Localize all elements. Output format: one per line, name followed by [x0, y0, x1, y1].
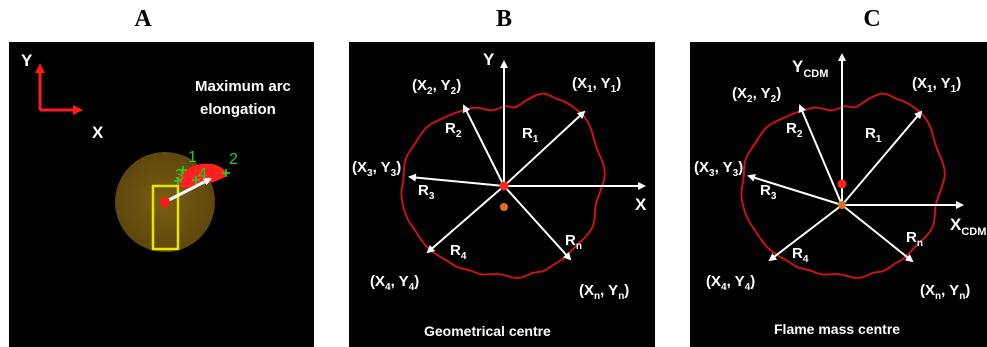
- marker-2-label: 2: [229, 151, 238, 168]
- flame-outline-c: [740, 92, 946, 279]
- marker-3-label: 3: [175, 167, 184, 184]
- flame-blob: [177, 163, 227, 189]
- green-markers: [174, 166, 230, 185]
- geometric-centre-point: [499, 181, 509, 191]
- max-elongation-vector: [164, 177, 212, 204]
- max-arc-label-line1: Maximum arc: [195, 78, 291, 95]
- c-coord-3-label: (X3, Y3): [694, 159, 743, 179]
- marker-1-label: 1: [188, 149, 197, 166]
- flame-mass-centre-point: [838, 201, 846, 209]
- marker-4-label: 4: [198, 166, 207, 183]
- panel-b-caption: Geometrical centre: [424, 323, 551, 339]
- panel-b: Y X R1 R2 R3 R4 Rn (X1, Y1) (X2, Y2) (X3…: [349, 42, 655, 347]
- b-radius-2-label: R2: [445, 120, 462, 140]
- panel-a-x-label: X: [92, 123, 104, 142]
- b-radius-1-label: R1: [522, 125, 539, 145]
- c-coord-4-label: (X4, Y4): [706, 273, 755, 293]
- b-radius-n-label: Rn: [565, 232, 582, 252]
- panel-c: YCDM XCDM R1 R2 R3 R4 Rn (X1, Y1) (X2, Y…: [690, 42, 987, 347]
- c-coord-n-label: (Xn, Yn): [920, 282, 970, 302]
- panel-c-y-label: YCDM: [792, 57, 828, 80]
- c-radius-n-label: Rn: [906, 229, 923, 249]
- geometric-centre-point-c: [837, 179, 847, 189]
- c-radius-1-label: R1: [865, 125, 882, 145]
- max-arc-label-line2: elongation: [200, 101, 276, 118]
- panel-c-radius-vectors: [747, 104, 923, 263]
- panel-title-b: B: [495, 6, 512, 32]
- electrode-box: [151, 184, 180, 251]
- panel-a-y-label: Y: [21, 51, 33, 70]
- panel-a: Y X Maximum arc elongation 1 2 3 4: [9, 42, 314, 347]
- panel-b-radius-vectors: [408, 104, 586, 261]
- b-coord-2-label: (X2, Y2): [412, 77, 461, 97]
- c-coord-1-label: (X1, Y1): [912, 75, 961, 95]
- panel-b-background: [349, 42, 655, 347]
- b-coord-1-label: (X1, Y1): [572, 75, 621, 95]
- arc-origin-point: [160, 197, 170, 207]
- c-radius-2-label: R2: [786, 120, 803, 140]
- c-coord-2-label: (X2, Y2): [732, 85, 781, 105]
- b-coord-3-label: (X3, Y3): [352, 159, 401, 179]
- panel-title-c: C: [863, 6, 881, 32]
- b-coord-4-label: (X4, Y4): [370, 273, 419, 293]
- b-radius-4-label: R4: [450, 242, 467, 262]
- b-radius-3-label: R3: [418, 182, 435, 202]
- panel-b-y-label: Y: [483, 50, 495, 69]
- panel-c-caption: Flame mass centre: [774, 321, 900, 337]
- panel-b-x-label: X: [635, 195, 647, 214]
- c-radius-4-label: R4: [792, 245, 809, 265]
- b-coord-n-label: (Xn, Yn): [579, 282, 629, 302]
- c-radius-3-label: R3: [760, 182, 777, 202]
- panel-c-x-label: XCDM: [950, 215, 986, 238]
- panel-title-a: A: [134, 6, 152, 32]
- mass-centre-point-b: [500, 203, 508, 211]
